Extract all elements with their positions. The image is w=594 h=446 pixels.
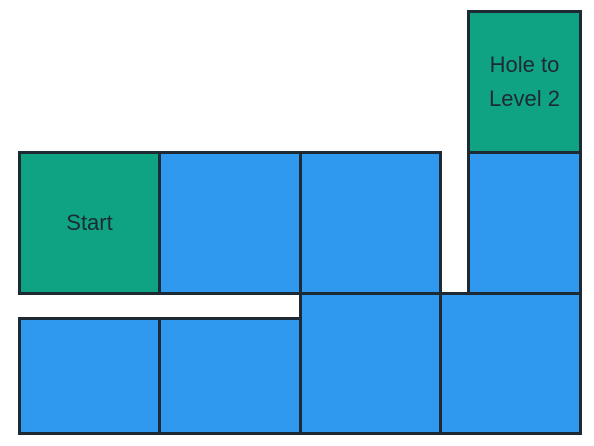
floor-tile[interactable]: [439, 292, 582, 435]
hole-to-level-2-tile[interactable]: Hole to Level 2: [467, 10, 582, 154]
floor-tile[interactable]: [18, 317, 161, 435]
floor-tile[interactable]: [158, 151, 302, 295]
floor-tile[interactable]: [158, 317, 302, 435]
floor-tile[interactable]: [299, 292, 442, 435]
start-label: Start: [66, 210, 113, 235]
floor-tile[interactable]: [299, 151, 442, 295]
floor-tile[interactable]: [467, 151, 582, 295]
start-tile[interactable]: Start: [18, 151, 161, 295]
hole-to-level-2-label: Hole to Level 2: [489, 52, 560, 111]
